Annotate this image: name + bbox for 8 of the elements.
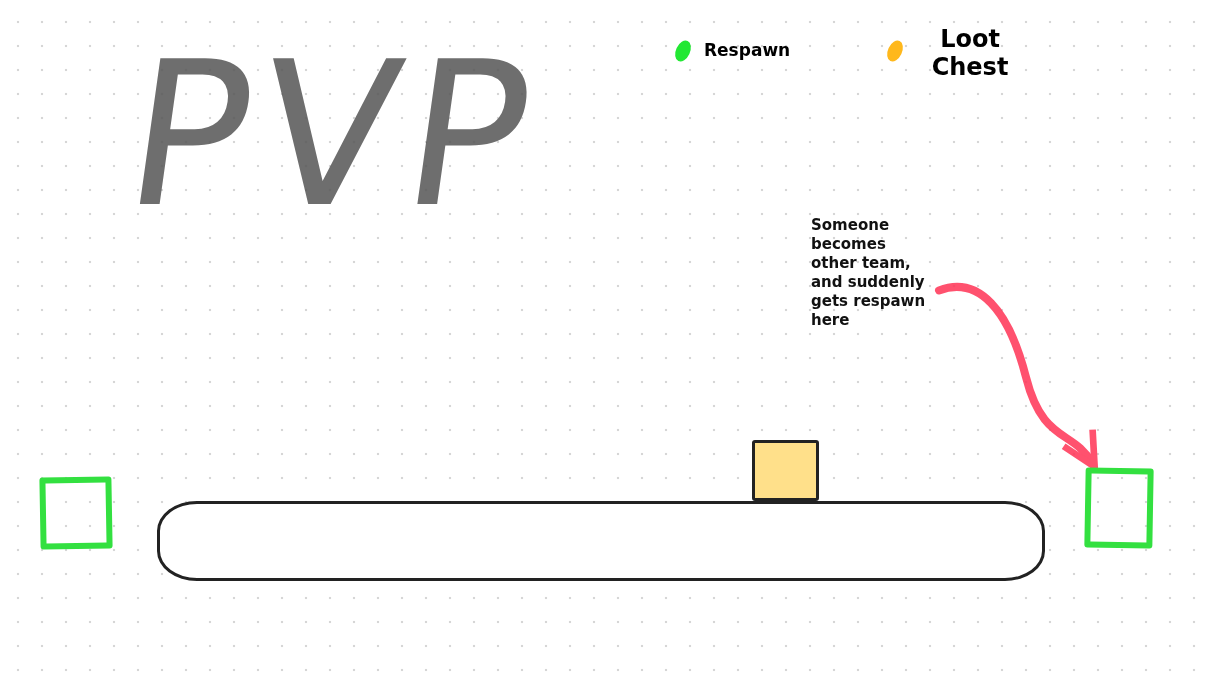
legend-label: Respawn [704, 41, 791, 61]
respawn-marker [1084, 467, 1154, 549]
platform [157, 501, 1045, 581]
note-text: Someone becomes other team, and suddenly gets respawn here [811, 216, 927, 330]
legend-label: Loot Chest [930, 26, 1010, 82]
loot-chest [752, 440, 819, 501]
respawn-marker [39, 476, 113, 550]
title: PVP [113, 20, 555, 250]
